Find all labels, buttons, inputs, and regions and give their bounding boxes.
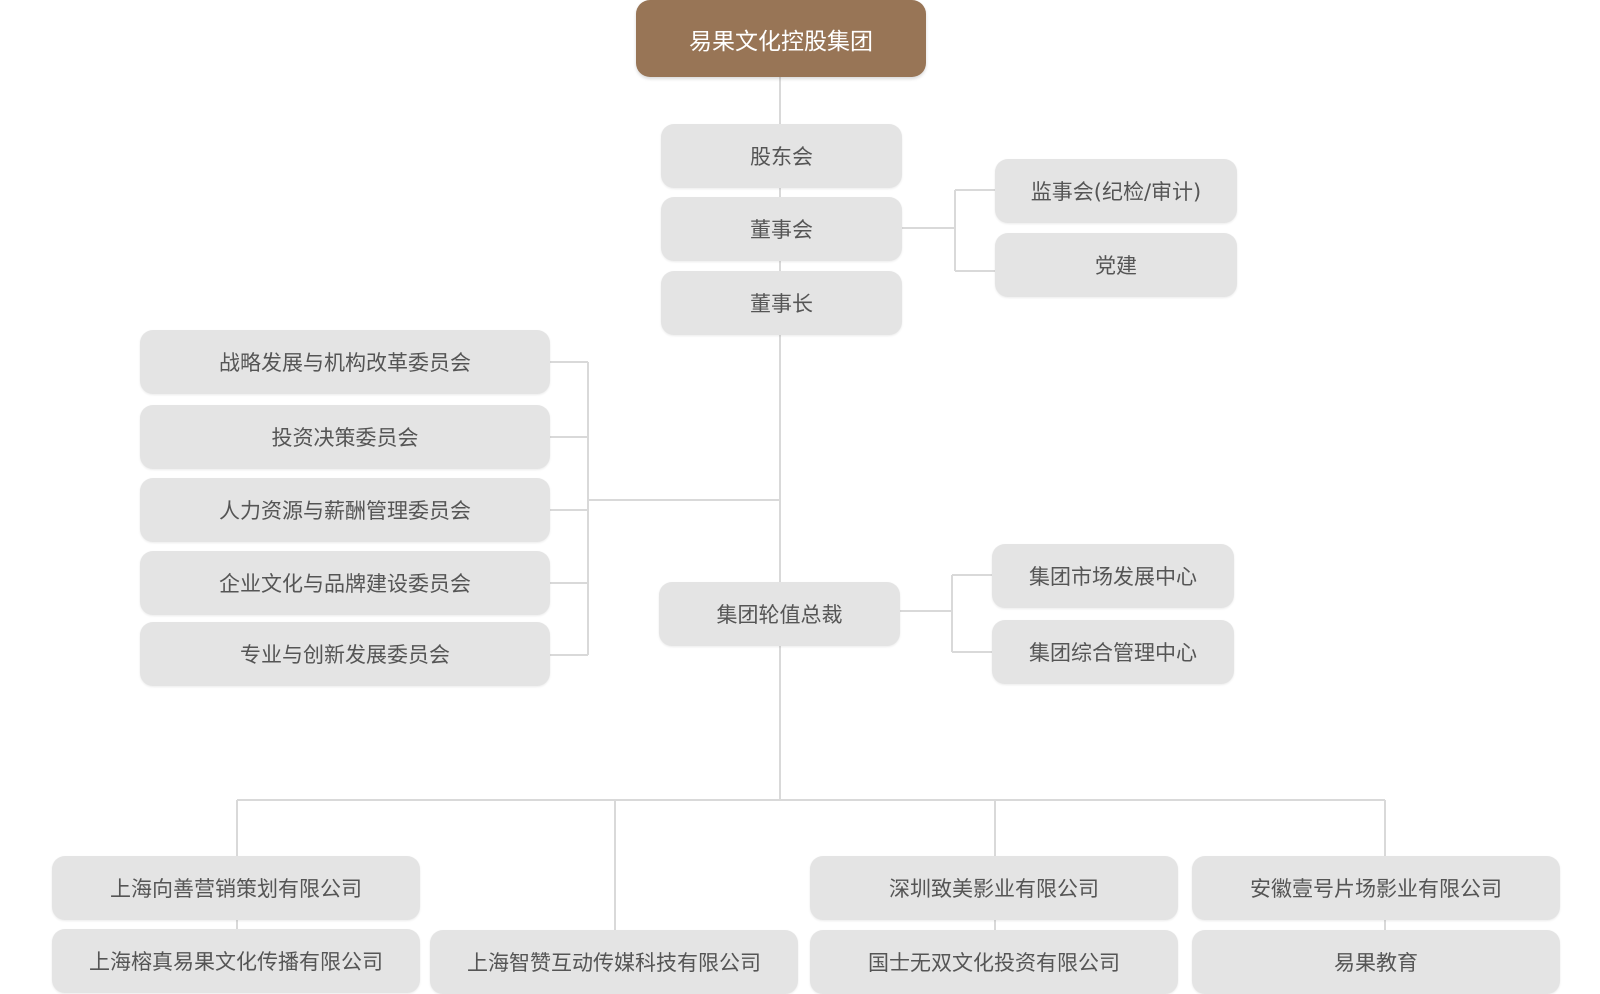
subsidiary-node[interactable]: 上海榕真易果文化传播有限公司: [52, 929, 420, 993]
root-node[interactable]: 易果文化控股集团: [636, 0, 926, 77]
subsidiary-node[interactable]: 上海向善营销策划有限公司: [52, 856, 420, 920]
general-management-center-node[interactable]: 集团综合管理中心: [992, 620, 1234, 684]
subsidiary-node[interactable]: 上海智赞互动传媒科技有限公司: [430, 930, 798, 994]
committee-innovation-node[interactable]: 专业与创新发展委员会: [140, 622, 550, 686]
subsidiary-node[interactable]: 国士无双文化投资有限公司: [810, 930, 1178, 994]
subsidiary-node[interactable]: 深圳致美影业有限公司: [810, 856, 1178, 920]
market-development-center-node[interactable]: 集团市场发展中心: [992, 544, 1234, 608]
supervisory-board-node[interactable]: 监事会(纪检/审计): [995, 159, 1237, 223]
rotating-president-node[interactable]: 集团轮值总裁: [659, 582, 900, 646]
committee-strategy-node[interactable]: 战略发展与机构改革委员会: [140, 330, 550, 394]
committee-culture-brand-node[interactable]: 企业文化与品牌建设委员会: [140, 551, 550, 615]
shareholders-meeting-node[interactable]: 股东会: [661, 124, 902, 188]
subsidiary-node[interactable]: 安徽壹号片场影业有限公司: [1192, 856, 1560, 920]
chairman-node[interactable]: 董事长: [661, 271, 902, 335]
party-building-node[interactable]: 党建: [995, 233, 1237, 297]
subsidiary-node[interactable]: 易果教育: [1192, 930, 1560, 994]
committee-hr-node[interactable]: 人力资源与薪酬管理委员会: [140, 478, 550, 542]
committee-investment-node[interactable]: 投资决策委员会: [140, 405, 550, 469]
board-of-directors-node[interactable]: 董事会: [661, 197, 902, 261]
